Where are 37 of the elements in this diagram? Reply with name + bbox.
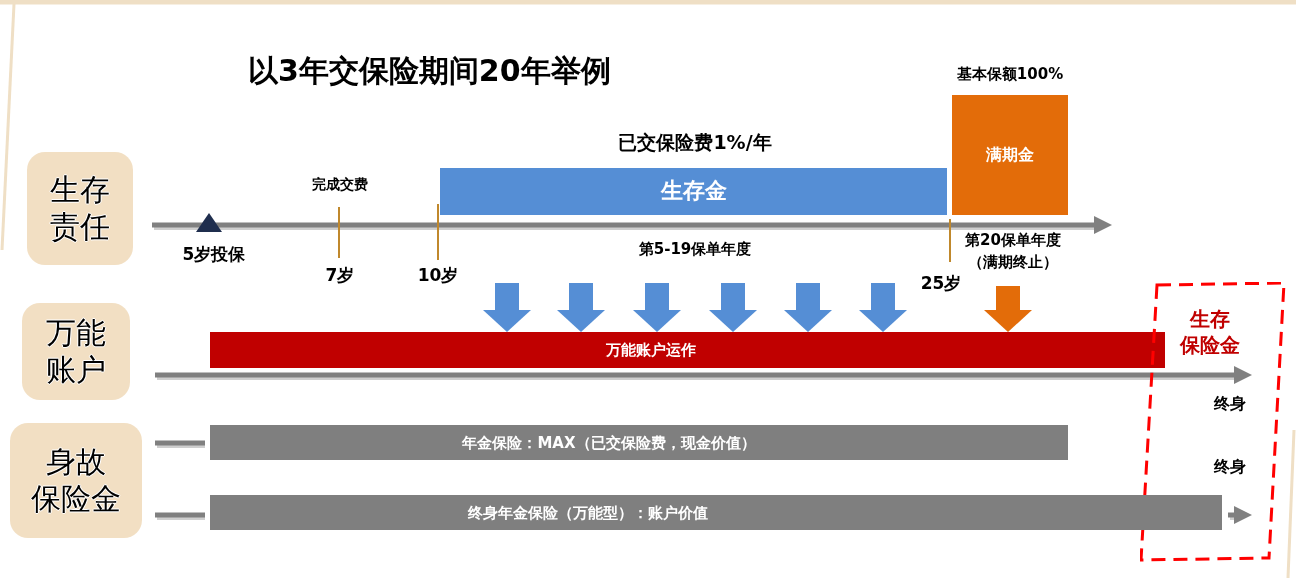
dashed-frame — [1140, 282, 1286, 562]
category-tag — [10, 423, 142, 538]
timeline-bar — [440, 168, 947, 215]
bar-label: 满期金 — [986, 145, 1034, 165]
category-tag — [27, 152, 133, 265]
timeline-bar — [210, 425, 1068, 460]
title: 以3年交保险期间20年举例 — [248, 53, 611, 89]
payout-block — [952, 95, 1068, 215]
age-label: 25岁 — [920, 273, 962, 294]
bar-label: 终身年金保险（万能型）：账户价值 — [468, 503, 708, 522]
duration-label: 终身 — [1214, 457, 1246, 477]
category-label: 身故保险金 — [30, 443, 122, 518]
timeline-bar — [210, 495, 1222, 530]
bar-label: 生存金 — [660, 178, 727, 205]
note-label: 基本保额100% — [956, 65, 1064, 83]
period-label: 第5-19保单年度 — [638, 240, 752, 258]
milestone-label: 5岁投保 — [182, 244, 246, 265]
category-label: 生存责任 — [49, 171, 111, 246]
block-arrow — [984, 286, 1032, 332]
category-tag — [22, 303, 130, 400]
category-label: 万能账户 — [45, 314, 107, 389]
frame-heading: 生存保险金 — [1180, 306, 1241, 358]
bar-label: 万能账户运作 — [605, 341, 696, 359]
age-label: 10岁 — [417, 265, 459, 286]
age-label: 7岁 — [325, 265, 355, 286]
block-arrow — [633, 283, 681, 332]
duration-label: 终身 — [1214, 394, 1246, 414]
timeline-bar — [210, 332, 1165, 368]
period-label: 第20保单年度（满期终止） — [964, 230, 1062, 273]
block-arrow — [709, 283, 757, 332]
note-label: 已交保险费1%/年 — [618, 131, 772, 154]
block-arrow — [784, 283, 832, 332]
block-arrow — [859, 283, 907, 332]
block-arrow — [557, 283, 605, 332]
milestone-label: 完成交费 — [312, 176, 368, 193]
block-arrow — [483, 283, 531, 332]
bar-label: 年金保险：MAX（已交保险费，现金价值） — [462, 433, 756, 452]
